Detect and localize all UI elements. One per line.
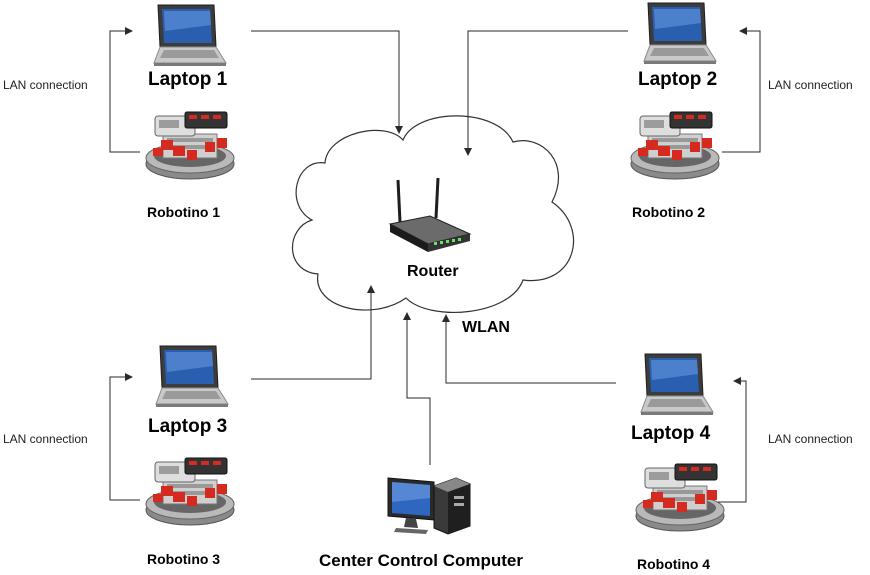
router-label: Router	[407, 263, 459, 280]
laptop-icon	[640, 353, 714, 416]
robotino-2-label: Robotino 2	[632, 204, 706, 220]
arrow-icon	[722, 27, 761, 153]
arrow-icon	[109, 373, 140, 501]
lan-connection-label: LAN connection	[3, 78, 88, 92]
router-icon	[388, 177, 472, 252]
laptop-icon	[153, 4, 227, 67]
robot-icon	[630, 111, 720, 180]
robotino-1-label: Robotino 1	[147, 204, 221, 220]
laptop-2-label: Laptop 2	[638, 69, 718, 90]
center-control-computer-label: Center Control Computer	[319, 551, 523, 570]
lan-connection-label: LAN connection	[3, 432, 88, 446]
arrow-icon	[718, 377, 747, 503]
arrow-icon	[464, 30, 628, 156]
desktop-computer-icon	[387, 477, 471, 535]
lan-connection-label: LAN connection	[768, 78, 853, 92]
wlan-label: WLAN	[462, 319, 510, 336]
laptop-1-label: Laptop 1	[148, 69, 228, 90]
laptop-4-label: Laptop 4	[631, 423, 711, 444]
arrow-icon	[109, 27, 140, 153]
arrow-icon	[251, 30, 403, 134]
robotino-3-label: Robotino 3	[147, 551, 221, 567]
laptop-icon	[155, 345, 229, 408]
robotino-4-label: Robotino 4	[637, 556, 711, 572]
robot-icon	[145, 111, 235, 180]
laptop-icon	[643, 2, 717, 65]
robot-icon	[635, 463, 725, 532]
laptop-3-label: Laptop 3	[148, 416, 228, 437]
lan-connection-label: LAN connection	[768, 432, 853, 446]
robot-icon	[145, 457, 235, 526]
cloud-icon	[291, 115, 575, 313]
arrow-icon	[403, 312, 431, 465]
arrow-icon	[251, 285, 375, 380]
arrow-icon	[442, 314, 616, 384]
